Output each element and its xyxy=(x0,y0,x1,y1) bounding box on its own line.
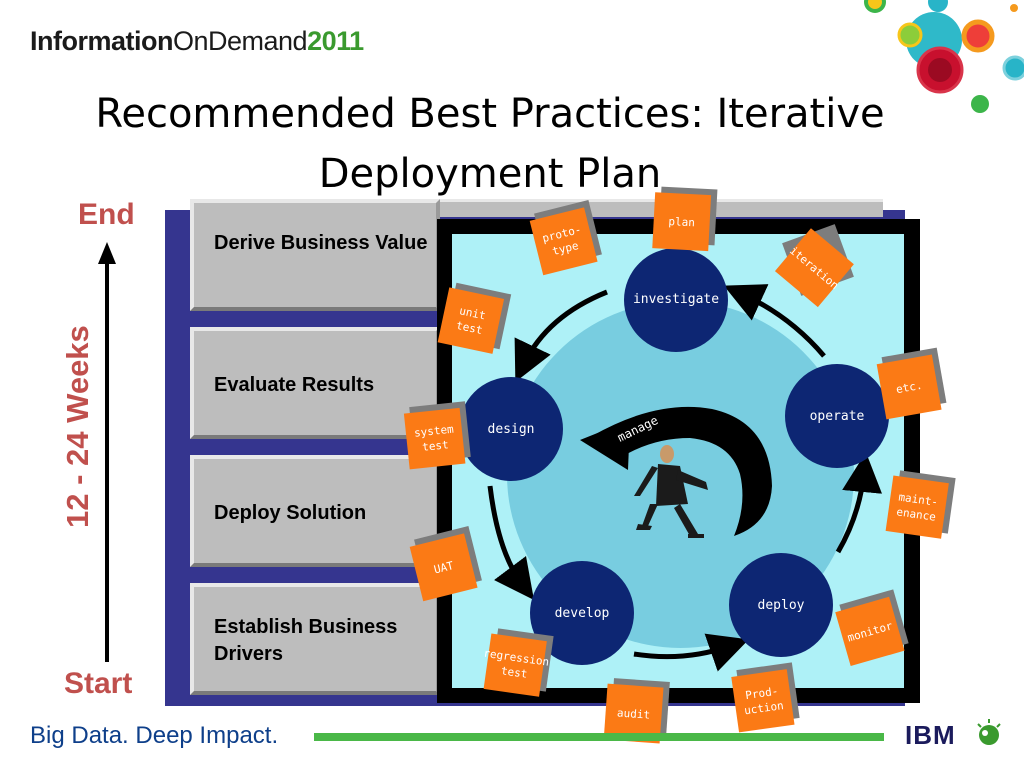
ibm-logo: IBM xyxy=(905,720,956,750)
note-regression-test: regression test xyxy=(483,628,554,697)
phase-label: design xyxy=(487,421,535,437)
slide-title: Recommended Best Practices: Iterative De… xyxy=(60,84,920,204)
note-unit-test: unit test xyxy=(437,282,512,354)
manage-arrowhead xyxy=(580,420,630,470)
phase-label: develop xyxy=(554,605,610,621)
axis-end-label: End xyxy=(78,198,135,231)
phase-node-deploy: deploy xyxy=(729,553,833,657)
note-plan: plan xyxy=(652,186,718,252)
arrow-design-to-develop xyxy=(487,485,534,601)
step-label-evaluate-results: Evaluate Results xyxy=(214,374,375,396)
cycle-arrows: manage xyxy=(487,284,883,672)
axis-start-label: Start xyxy=(64,667,133,700)
note-maintenance: maint- enance xyxy=(885,470,956,539)
note-text: unit test xyxy=(437,287,505,354)
note-audit: audit xyxy=(603,678,670,744)
smarter-planet-icon xyxy=(977,719,1001,745)
phase-node-design: design xyxy=(459,377,563,481)
step-label-deploy-solution: Deploy Solution xyxy=(214,502,367,524)
phase-node-operate: operate xyxy=(785,364,889,468)
phase-label: deploy xyxy=(757,597,805,613)
step-box-derive-value xyxy=(190,199,440,311)
footer-tagline: Big Data. Deep Impact. xyxy=(30,722,279,749)
arrow-deploy-to-operate xyxy=(835,452,883,554)
note-text: regression test xyxy=(483,633,550,697)
note-text: etc. xyxy=(876,354,942,420)
slide-title-line-2: Deployment Plan xyxy=(318,151,662,197)
axis-duration-label: 12 - 24 Weeks xyxy=(60,325,95,528)
step-label-derive-value: Derive Business Value xyxy=(214,232,428,254)
brand-year: 2011 xyxy=(307,26,364,56)
note-text: plan xyxy=(652,192,712,252)
slide-title-line-1: Recommended Best Practices: Iterative xyxy=(95,91,885,137)
note-system-test: system test xyxy=(403,401,471,470)
brand-logo-text: InformationOnDemand2011 xyxy=(30,26,364,57)
note-text: system test xyxy=(403,407,466,470)
arrow-develop-to-deploy xyxy=(633,633,749,672)
note-text: Prod- uction xyxy=(731,669,795,733)
phase-label: operate xyxy=(809,408,865,424)
note-production: Prod- uction xyxy=(731,662,800,733)
manage-swoosh xyxy=(592,406,772,536)
phase-node-investigate: investigate xyxy=(624,248,728,352)
footer-divider xyxy=(314,733,884,741)
step-label-establish-drivers: Establish Business Drivers xyxy=(214,616,398,665)
brand-bold: Information xyxy=(30,26,174,56)
note-etc: etc. xyxy=(876,347,947,420)
brand-regular: OnDemand xyxy=(173,26,308,56)
arrow-operate-to-investigate xyxy=(723,284,826,358)
phase-label: investigate xyxy=(632,291,720,307)
brand-dots-graphic xyxy=(864,0,1024,113)
businessman-figure xyxy=(634,445,708,538)
timeline-arrow xyxy=(98,242,116,662)
note-text: maint- enance xyxy=(885,475,949,539)
arrow-investigate-to-design xyxy=(514,289,608,383)
step-box-establish-drivers xyxy=(190,583,440,695)
